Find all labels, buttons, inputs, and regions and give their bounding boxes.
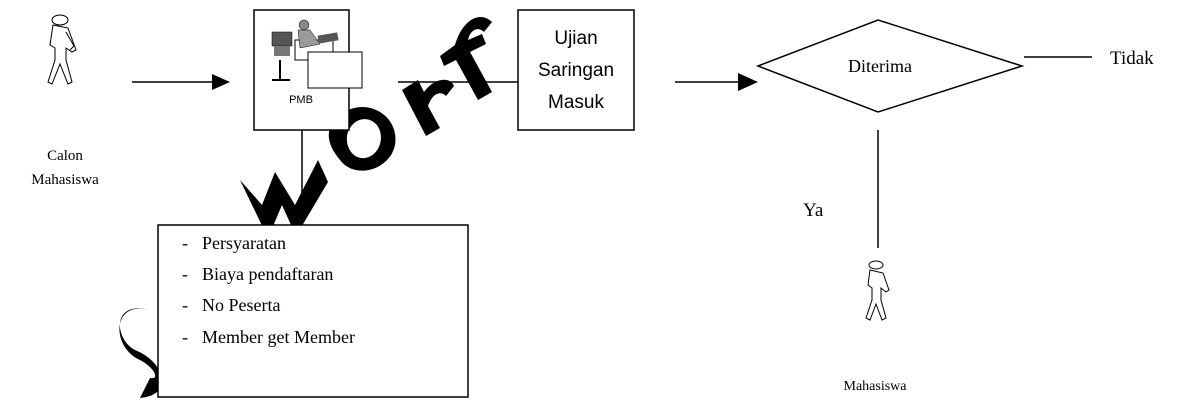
arrow-actor-to-pmb [132,74,230,90]
watermark-glyph-w [240,160,328,238]
requirement-dash: - [182,295,188,315]
watermark-glyph-f [440,16,492,101]
test-box-label-line3: Masuk [548,92,604,113]
watermark-glyph-r [402,79,454,136]
arrow-test-to-decision [675,73,758,91]
actor-start-label-line2: Mahasiswa [31,172,99,188]
decision-label: Diterima [848,56,912,76]
watermark-glyph-s [119,308,163,398]
computer-operator-icon [271,19,363,89]
requirement-item-3: No Peserta [202,295,280,315]
test-box [517,9,635,131]
requirement-dash: - [182,327,188,347]
requirement-item-2: Biaya pendaftaran [202,264,333,284]
requirement-dash: - [182,233,188,253]
test-box-label-line1: Ujian [554,28,597,49]
requirement-dash: - [182,264,188,284]
actor-end-label: Mahasiswa [844,379,908,394]
watermark [119,16,492,398]
requirement-item-4: Member get Member [202,327,355,347]
decision-yes-label: Ya [803,200,824,221]
actor-mahasiswa-icon [865,260,890,321]
pmb-label: PMB [289,94,313,106]
decision-no-label: Tidak [1110,48,1154,69]
actor-calon-mahasiswa-icon [47,14,77,85]
requirements-box [157,224,469,398]
requirement-item-1: Persyaratan [202,233,286,253]
requirements-list: - Persyaratan - Biaya pendaftaran - No P… [182,233,355,347]
actor-start-label-line1: Calon [47,148,83,164]
decision-diamond [755,19,1025,113]
test-box-label-line2: Saringan [538,60,614,81]
